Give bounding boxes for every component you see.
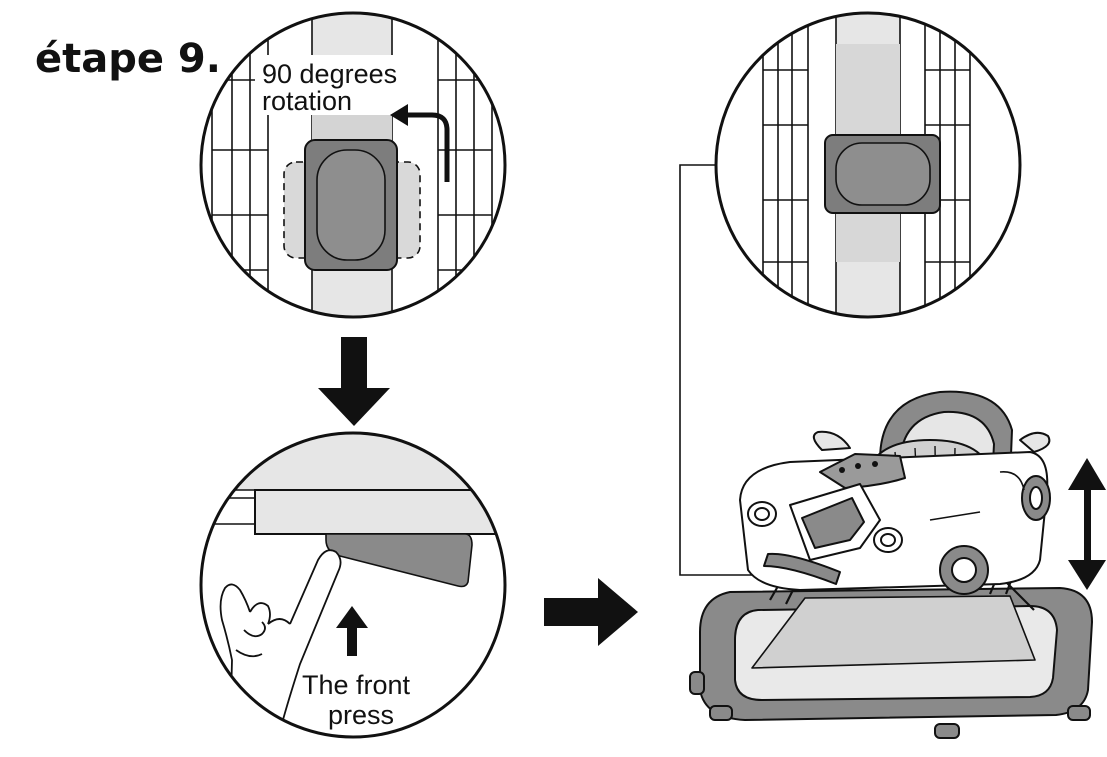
rotation-label-line2: rotation — [262, 86, 352, 116]
press-label-line1: The front — [302, 670, 411, 700]
down-arrow-icon — [318, 337, 390, 426]
rotation-arrow-icon — [390, 104, 450, 182]
locked-detail-circle — [714, 11, 1022, 319]
step-label: étape 9. — [35, 36, 221, 82]
front-press-circle: The front press — [199, 431, 507, 739]
press-label-line2: press — [328, 700, 394, 730]
height-adjust-arrow-icon — [1068, 458, 1106, 590]
body-wheels — [939, 475, 1051, 595]
rotation-label-line1: 90 degrees — [262, 59, 397, 89]
up-arrow-icon — [336, 606, 368, 656]
right-arrow-icon — [544, 578, 638, 646]
leader-line — [679, 164, 768, 576]
hand-icon — [219, 549, 342, 737]
rotation-detail-circle: 90 degrees rotation — [199, 11, 507, 319]
baby-walker-illustration — [689, 390, 1093, 739]
caster-wheels — [689, 671, 1091, 739]
